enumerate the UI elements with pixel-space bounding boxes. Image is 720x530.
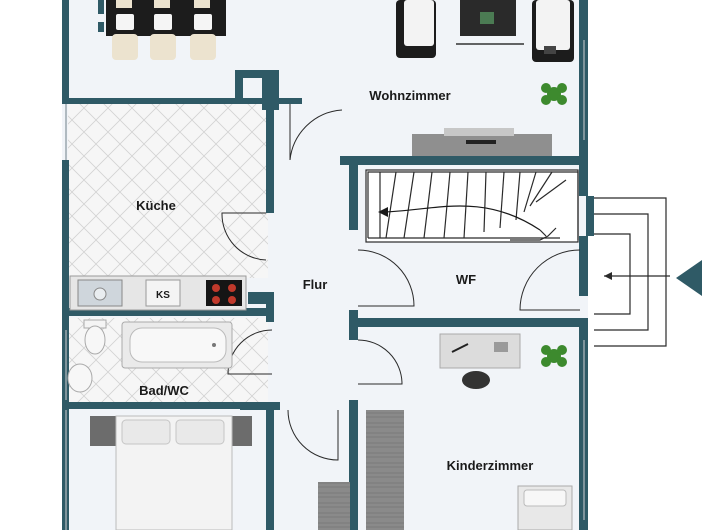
plant-icon: [541, 83, 567, 105]
room-label-wohnzimmer: Wohnzimmer: [369, 88, 450, 103]
sofa-left: [396, 0, 436, 58]
plant-icon-kinderzimmer: [541, 345, 567, 367]
toilet: [83, 319, 107, 355]
fridge-label: KS: [156, 290, 170, 301]
wardrobe: [318, 410, 404, 530]
bed: [90, 415, 252, 530]
staircase: [365, 169, 579, 243]
tv-sideboard: [412, 128, 552, 156]
room-label-wf: WF: [456, 272, 476, 287]
room-label-flur: Flur: [303, 277, 328, 292]
kueche-tile-floor: [68, 102, 268, 278]
room-label-kinderzimmer: Kinderzimmer: [447, 458, 534, 473]
coffee-table: [456, 0, 524, 45]
room-label-kueche: Küche: [136, 198, 176, 213]
kitchen-counter: [69, 275, 247, 311]
bathtub: [121, 321, 233, 369]
child-bed: [517, 485, 573, 530]
armchair: [532, 0, 574, 62]
dining-table: [106, 0, 226, 60]
doors: [221, 104, 581, 461]
room-label-bad: Bad/WC: [139, 383, 189, 398]
entrance-steps: [594, 197, 670, 347]
desk: [439, 333, 521, 389]
entrance-arrow-icon: [676, 260, 702, 296]
washbasin: [67, 363, 93, 393]
